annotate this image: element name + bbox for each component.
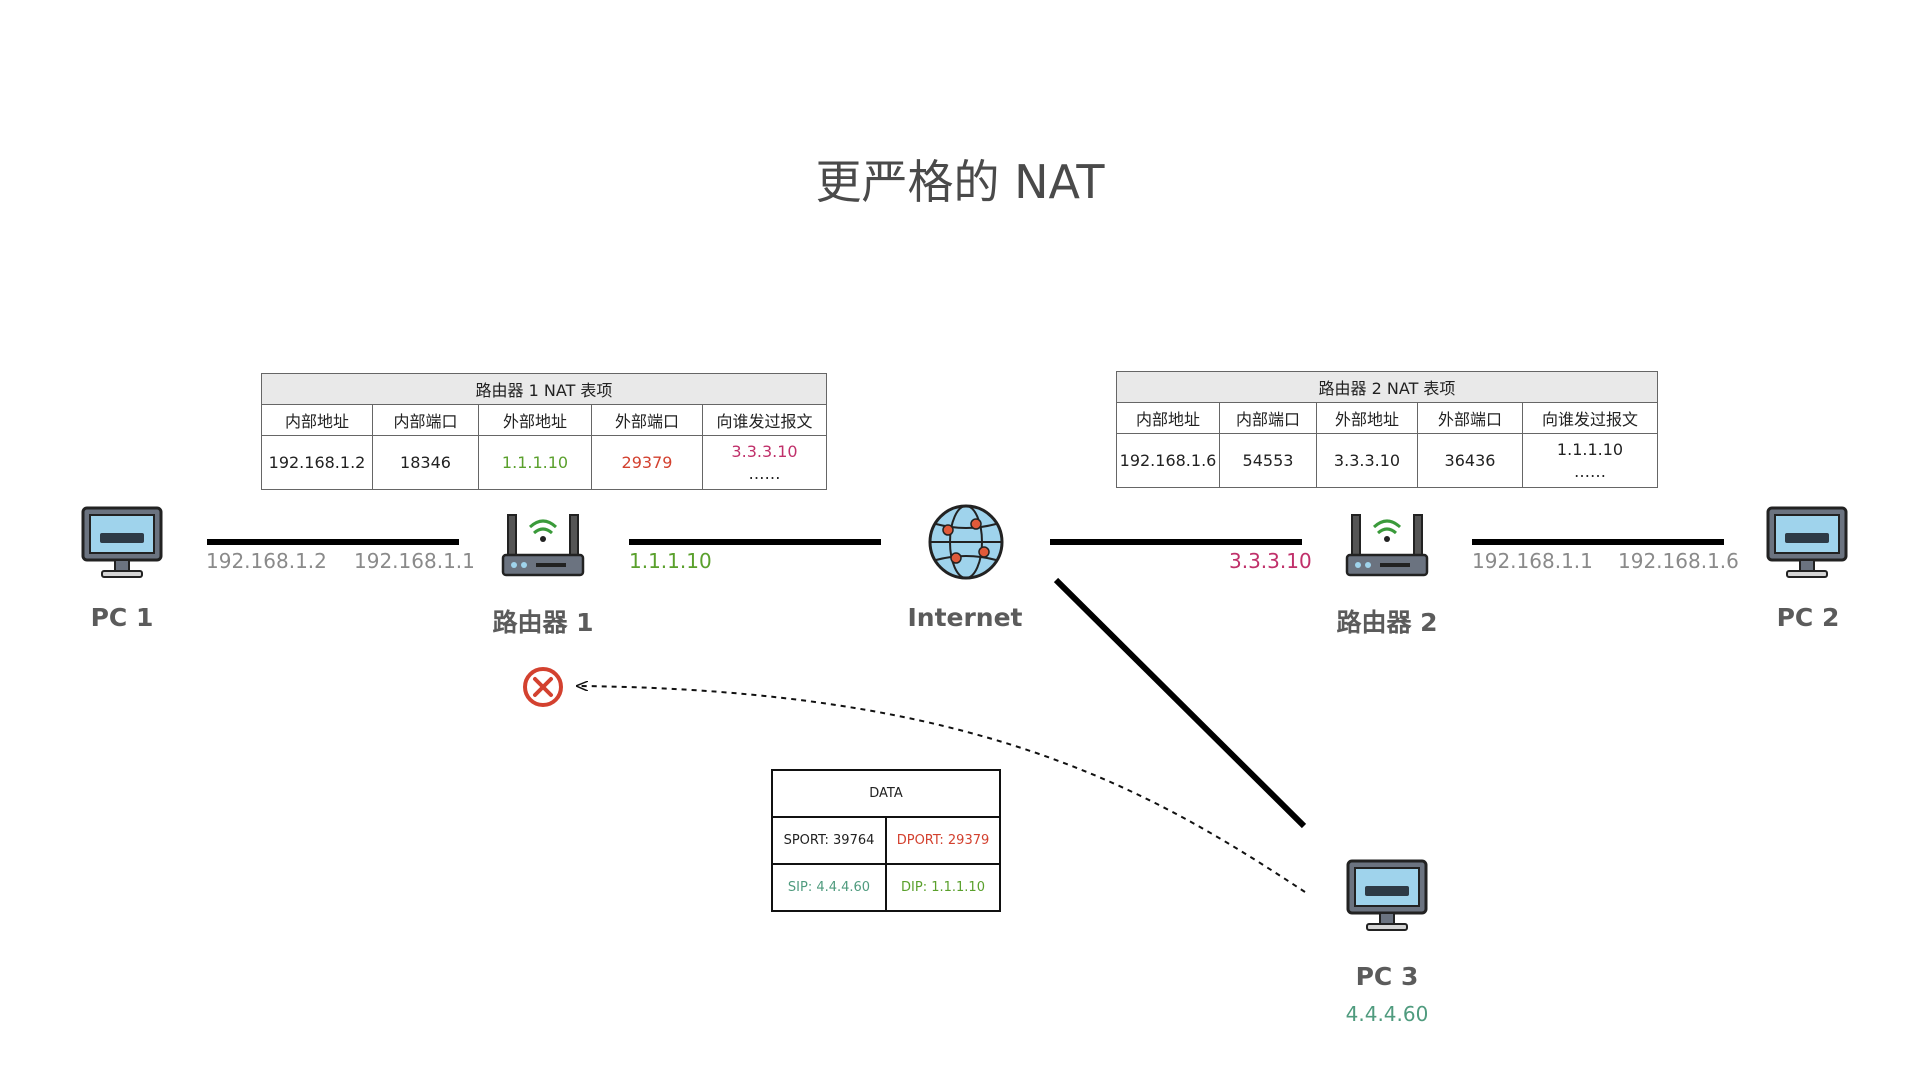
sent-to-ip: 3.3.3.10	[731, 441, 798, 461]
router2-lan-ip-label: 192.168.1.1	[1472, 549, 1593, 573]
packet-dport: DPORT: 29379	[885, 816, 1001, 865]
blocked-x-icon	[523, 667, 563, 707]
cell-outer-port: 29379	[591, 435, 703, 490]
pc2-label: PC 2	[1776, 603, 1840, 632]
pc3-ip-label: 4.4.4.60	[1345, 1002, 1429, 1026]
cell-inner-addr: 192.168.1.2	[261, 435, 373, 490]
cell-sent-to: 3.3.3.10 ……	[702, 435, 827, 490]
sent-to-ip: 1.1.1.10	[1556, 439, 1624, 459]
nat-table-router1: 路由器 1 NAT 表项 内部地址 内部端口 外部地址 外部端口 向谁发过报文 …	[261, 373, 827, 490]
nat-table-router2: 路由器 2 NAT 表项 内部地址 内部端口 外部地址 外部端口 向谁发过报文 …	[1116, 371, 1658, 488]
packet-data: DATA	[771, 769, 1001, 818]
blocked-packet-arrow	[578, 686, 1306, 893]
packet-sip: SIP: 4.4.4.60	[771, 863, 887, 912]
sent-to-more: ……	[748, 463, 781, 483]
link-pc1-router1	[207, 539, 459, 545]
header-inner-addr: 内部地址	[1116, 402, 1220, 434]
cell-outer-addr: 3.3.3.10	[1316, 433, 1418, 488]
link-router1-internet	[629, 539, 881, 545]
header-inner-addr: 内部地址	[261, 404, 373, 436]
router-icon	[1345, 514, 1429, 577]
page-title: 更严格的 NAT	[815, 155, 1105, 209]
packet-sport: SPORT: 39764	[771, 816, 887, 865]
header-outer-addr: 外部地址	[478, 404, 592, 436]
header-outer-addr: 外部地址	[1316, 402, 1418, 434]
cell-inner-port: 54553	[1219, 433, 1317, 488]
pc1-ip-label: 192.168.1.2	[206, 549, 327, 573]
router1-wan-ip-label: 1.1.1.10	[629, 549, 712, 573]
sent-to-more: ……	[1574, 461, 1606, 481]
link-router2-pc2	[1472, 539, 1724, 545]
cell-inner-port: 18346	[372, 435, 479, 490]
monitor-icon	[1346, 859, 1428, 931]
internet-label: Internet	[907, 603, 1023, 632]
link-internet-router2	[1050, 539, 1302, 545]
link-internet-pc3	[1053, 577, 1307, 829]
router2-label: 路由器 2	[1336, 608, 1438, 637]
router1-label: 路由器 1	[492, 608, 594, 637]
header-sent-to: 向谁发过报文	[702, 404, 827, 436]
pc3-label: PC 3	[1355, 962, 1419, 991]
cell-outer-port: 36436	[1417, 433, 1523, 488]
header-outer-port: 外部端口	[1417, 402, 1523, 434]
monitor-icon	[1766, 506, 1848, 578]
router2-wan-ip-label: 3.3.3.10	[1229, 549, 1312, 573]
monitor-icon	[81, 506, 163, 578]
cell-sent-to: 1.1.1.10 ……	[1522, 433, 1658, 488]
globe-icon	[928, 504, 1004, 580]
cell-outer-addr: 1.1.1.10	[478, 435, 592, 490]
nat-table-caption: 路由器 1 NAT 表项	[261, 373, 827, 405]
pc2-ip-label: 192.168.1.6	[1618, 549, 1739, 573]
header-outer-port: 外部端口	[591, 404, 703, 436]
pc1-label: PC 1	[90, 603, 154, 632]
router-icon	[501, 514, 585, 577]
router1-lan-ip-label: 192.168.1.1	[354, 549, 475, 573]
packet-box: DATA SPORT: 39764 DPORT: 29379 SIP: 4.4.…	[771, 769, 1001, 912]
packet-dip: DIP: 1.1.1.10	[885, 863, 1001, 912]
